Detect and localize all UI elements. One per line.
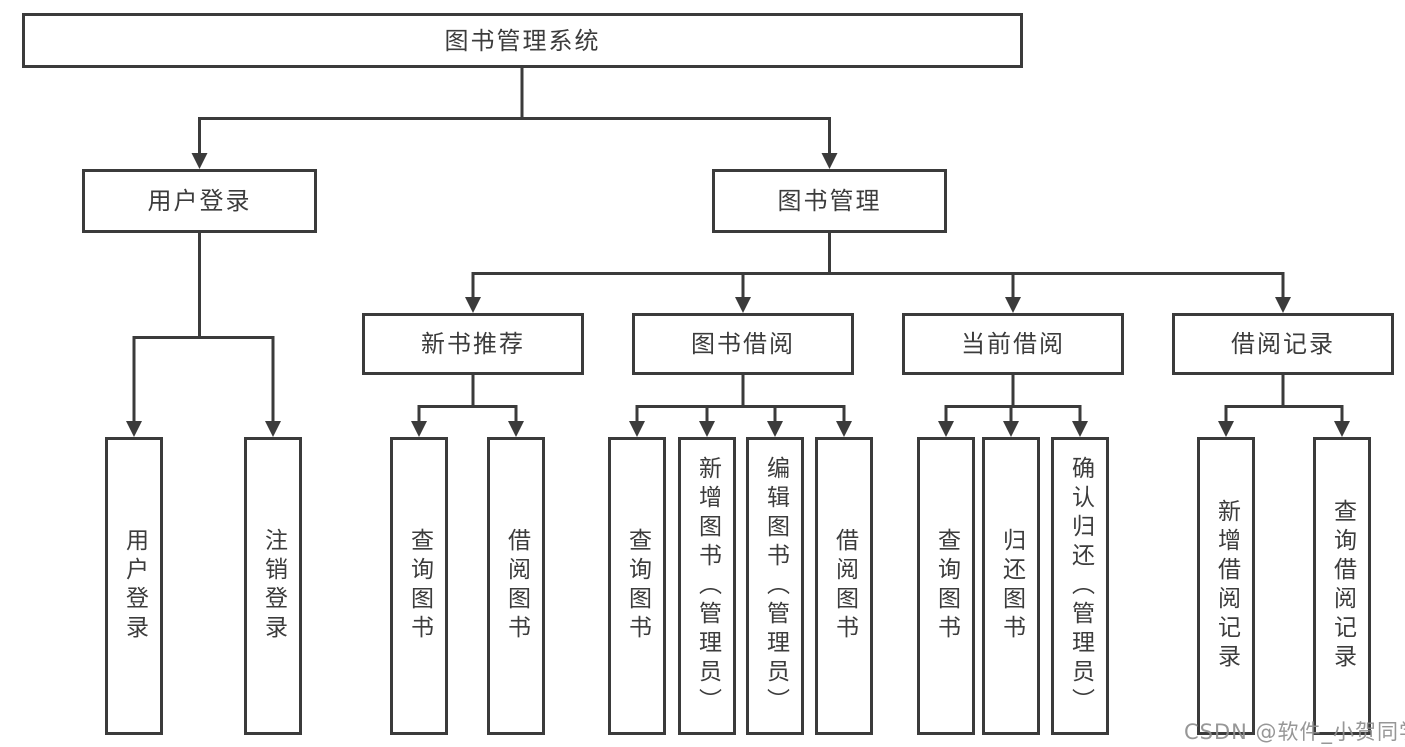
leaf-label: 借阅图书: [831, 528, 858, 644]
arrow-down: [465, 297, 481, 313]
leaf-label: 注销登录: [260, 528, 287, 644]
node-new-book-recommend: 新书推荐: [362, 313, 584, 375]
leaf-borrow-books: 借阅图书: [815, 437, 873, 735]
leaf-label: 归还图书: [998, 528, 1025, 644]
arrow-down: [265, 421, 281, 437]
arrow-down: [1003, 421, 1019, 437]
node-book-management: 图书管理: [712, 169, 947, 233]
leaf-confirm-return-admin: 确认归还（管理员）: [1051, 437, 1109, 735]
node-borrow-records: 借阅记录: [1172, 313, 1394, 375]
leaf-query-books-recommend: 查询图书: [390, 437, 448, 735]
arrow-down: [836, 421, 852, 437]
arrow-down: [191, 153, 208, 169]
leaf-query-books-borrow: 查询图书: [608, 437, 666, 735]
arrow-down: [821, 153, 838, 169]
arrow-down: [1275, 297, 1291, 313]
leaf-query-borrow-record: 查询借阅记录: [1313, 437, 1371, 735]
arrow-down: [508, 421, 524, 437]
leaf-logout: 注销登录: [244, 437, 302, 735]
node-user-login: 用户登录: [82, 169, 317, 233]
leaf-user-login: 用户登录: [105, 437, 163, 735]
arrow-down: [629, 421, 645, 437]
arrow-down: [1218, 421, 1234, 437]
leaf-label: 查询图书: [933, 528, 960, 644]
leaf-label: 编辑图书（管理员）: [762, 455, 789, 717]
leaf-label: 新增借阅记录: [1213, 499, 1240, 673]
leaf-label: 查询图书: [624, 528, 651, 644]
leaf-edit-books-admin: 编辑图书（管理员）: [746, 437, 804, 735]
leaf-label: 查询图书: [406, 528, 433, 644]
leaf-label: 查询借阅记录: [1329, 499, 1356, 673]
arrow-down: [1334, 421, 1350, 437]
leaf-query-books-current: 查询图书: [917, 437, 975, 735]
arrow-down: [767, 421, 783, 437]
leaf-add-books-admin: 新增图书（管理员）: [678, 437, 736, 735]
leaf-return-books: 归还图书: [982, 437, 1040, 735]
leaf-label: 用户登录: [121, 528, 148, 644]
leaf-label: 借阅图书: [503, 528, 530, 644]
node-library-system: 图书管理系统: [22, 13, 1023, 68]
arrow-down: [735, 297, 751, 313]
leaf-label: 确认归还（管理员）: [1067, 455, 1094, 717]
leaf-add-borrow-record: 新增借阅记录: [1197, 437, 1255, 735]
arrow-down: [411, 421, 427, 437]
arrow-down: [699, 421, 715, 437]
node-book-borrow: 图书借阅: [632, 313, 854, 375]
leaf-borrow-books-recommend: 借阅图书: [487, 437, 545, 735]
leaf-label: 新增图书（管理员）: [694, 455, 721, 717]
arrow-down: [1072, 421, 1088, 437]
csdn-watermark: CSDN @软件_小贺同学: [1184, 720, 1405, 744]
node-current-borrow: 当前借阅: [902, 313, 1124, 375]
arrow-down: [126, 421, 142, 437]
arrow-down: [1005, 297, 1021, 313]
arrow-down: [938, 421, 954, 437]
arrowheads: [126, 153, 1350, 437]
